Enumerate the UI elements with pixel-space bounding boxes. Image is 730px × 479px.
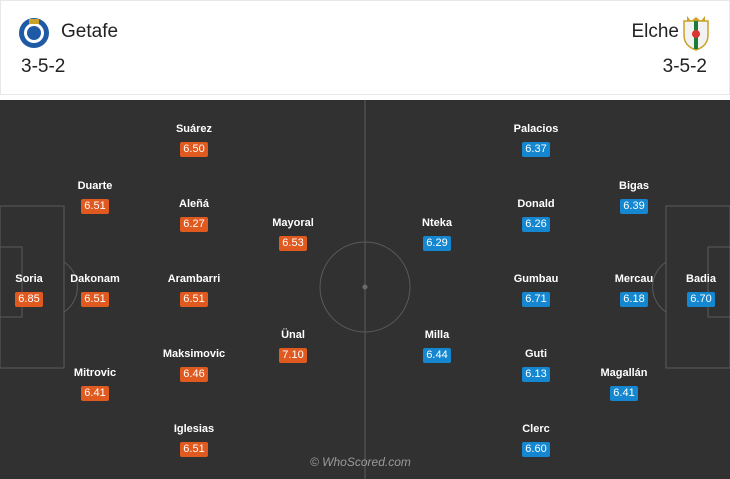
player-rating: 6.60 [522, 442, 550, 457]
player-rating: 6.53 [279, 236, 307, 251]
player-rating: 6.71 [522, 292, 550, 307]
player-name: Aleñá [179, 198, 209, 210]
player-palacios[interactable]: Palacios 6.37 [496, 123, 576, 157]
player-rating: 6.51 [180, 292, 208, 307]
elche-crest-icon [679, 15, 713, 51]
player-name: Donald [517, 198, 555, 210]
player-alena[interactable]: Aleñá 6.27 [154, 198, 234, 232]
player-name: Soria [15, 273, 43, 285]
player-rating: 6.51 [81, 199, 109, 214]
player-dakonam[interactable]: Dakonam 6.51 [55, 273, 135, 307]
player-rating: 6.39 [620, 199, 648, 214]
away-team-name[interactable]: Elche [631, 21, 679, 42]
player-name: Duarte [77, 180, 113, 192]
player-name: Palacios [513, 123, 559, 135]
player-rating: 6.41 [610, 386, 638, 401]
player-name: Mayoral [272, 217, 314, 229]
player-name: Bigas [619, 180, 649, 192]
player-duarte[interactable]: Duarte 6.51 [55, 180, 135, 214]
match-header: Getafe 3-5-2 Elche 3-5-2 [0, 0, 730, 95]
player-mitrovic[interactable]: Mitrovic 6.41 [55, 367, 135, 401]
home-team-name[interactable]: Getafe [61, 21, 119, 42]
player-donald[interactable]: Donald 6.26 [496, 198, 576, 232]
player-badia[interactable]: Badia 6.70 [661, 273, 730, 307]
player-arambarri[interactable]: Arambarri 6.51 [154, 273, 234, 307]
player-guti[interactable]: Guti 6.13 [496, 348, 576, 382]
player-rating: 6.26 [522, 217, 550, 232]
player-name: Dakonam [70, 273, 120, 285]
player-name: Nteka [422, 217, 452, 229]
player-rating: 6.85 [15, 292, 43, 307]
player-name: Guti [525, 348, 547, 360]
player-rating: 6.18 [620, 292, 648, 307]
player-clerc[interactable]: Clerc 6.60 [496, 423, 576, 457]
player-name: Mercau [614, 273, 654, 285]
player-gumbau[interactable]: Gumbau 6.71 [496, 273, 576, 307]
player-milla[interactable]: Milla 6.44 [397, 329, 477, 363]
player-rating: 6.29 [423, 236, 451, 251]
pitch: Soria 6.85 Duarte 6.51 Dakonam 6.51 Mitr… [0, 100, 730, 479]
away-formation: 3-5-2 [662, 56, 707, 77]
player-rating: 6.41 [81, 386, 109, 401]
player-name: Milla [424, 329, 450, 341]
pitch-lines [0, 100, 730, 479]
player-name: Gumbau [513, 273, 559, 285]
player-name: Clerc [522, 423, 550, 435]
player-rating: 6.13 [522, 367, 550, 382]
player-rating: 6.51 [81, 292, 109, 307]
watermark: © WhoScored.com [310, 455, 411, 469]
player-maksimovic[interactable]: Maksimovic 6.46 [154, 348, 234, 382]
player-iglesias[interactable]: Iglesias 6.51 [154, 423, 234, 457]
player-rating: 6.27 [180, 217, 208, 232]
player-magallan[interactable]: Magallán 6.41 [584, 367, 664, 401]
player-rating: 6.51 [180, 442, 208, 457]
player-name: Ünal [281, 329, 305, 341]
player-mercau[interactable]: Mercau 6.18 [594, 273, 674, 307]
player-bigas[interactable]: Bigas 6.39 [594, 180, 674, 214]
player-name: Iglesias [173, 423, 215, 435]
player-rating: 6.46 [180, 367, 208, 382]
player-soria[interactable]: Soria 6.85 [0, 273, 69, 307]
player-suarez[interactable]: Suárez 6.50 [154, 123, 234, 157]
player-name: Suárez [175, 123, 213, 135]
player-rating: 6.44 [423, 348, 451, 363]
player-name: Magallán [600, 367, 648, 379]
player-unal[interactable]: Ünal 7.10 [253, 329, 333, 363]
player-name: Arambarri [167, 273, 221, 285]
player-name: Maksimovic [162, 348, 226, 360]
player-rating: 6.70 [687, 292, 715, 307]
player-rating: 6.50 [180, 142, 208, 157]
player-name: Badia [686, 273, 716, 285]
player-rating: 7.10 [279, 348, 307, 363]
player-rating: 6.37 [522, 142, 550, 157]
player-mayoral[interactable]: Mayoral 6.53 [253, 217, 333, 251]
getafe-crest-icon [17, 15, 51, 51]
home-formation: 3-5-2 [21, 56, 66, 77]
player-name: Mitrovic [73, 367, 117, 379]
player-nteka[interactable]: Nteka 6.29 [397, 217, 477, 251]
